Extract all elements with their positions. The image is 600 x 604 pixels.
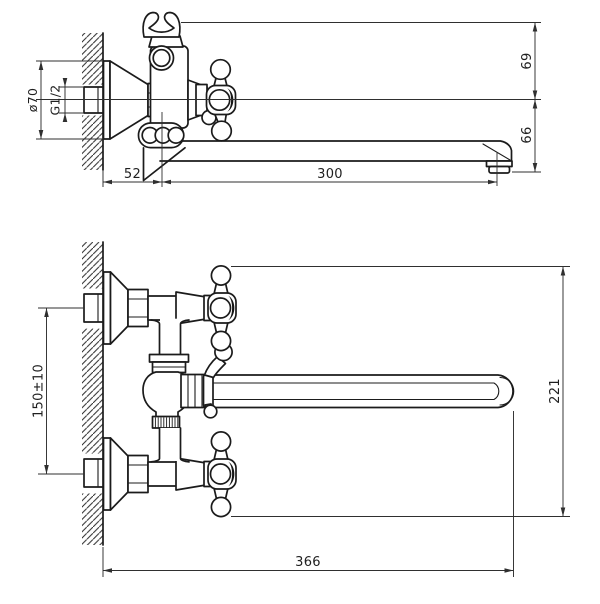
hex-nut-facets xyxy=(127,464,149,484)
diverter-side xyxy=(137,122,186,182)
tube-fill-top xyxy=(160,318,181,361)
escutcheon-flange xyxy=(102,437,112,511)
valve-tube xyxy=(147,461,179,487)
handle-lobe-bottom xyxy=(210,120,233,142)
dim-label-300: 300 xyxy=(317,167,343,182)
dim-label-69: 69 xyxy=(520,52,535,69)
escutcheon-flange xyxy=(102,271,112,345)
body-side xyxy=(142,11,189,129)
dim-label-150: 150±10 xyxy=(31,364,46,418)
support-wedge xyxy=(142,146,186,182)
spout-collar xyxy=(202,373,214,409)
diverter-lever xyxy=(203,355,227,379)
handle-hub-circle xyxy=(208,88,231,112)
spout-side xyxy=(159,140,513,174)
handle-cap xyxy=(228,295,235,321)
handle-lobe-bottom xyxy=(210,496,232,518)
threads xyxy=(154,417,179,428)
diverter-knob-3 xyxy=(167,126,185,144)
dim-heights: 69 66 xyxy=(181,22,541,173)
pipe-stub-bottom xyxy=(83,458,104,488)
spout-front xyxy=(180,342,515,419)
front-view: 150±10 221 366 xyxy=(31,241,570,577)
axis-vertical xyxy=(161,112,498,187)
dim-overall-length: 366 xyxy=(102,411,514,577)
tee-upper xyxy=(150,319,190,361)
check-knob xyxy=(203,404,218,419)
dim-label-66: 66 xyxy=(520,126,535,143)
spout-outline xyxy=(159,140,513,162)
dim-wall-offset: 52 xyxy=(102,167,162,187)
dim-inlet-spacing: 150±10 xyxy=(31,307,84,475)
dim-overall-height: 221 xyxy=(231,266,570,517)
handle-hub xyxy=(205,84,237,116)
handle-lobe-top xyxy=(210,265,232,286)
dim-label-thread: G1/2 xyxy=(48,84,63,115)
escutcheon-flange xyxy=(102,60,111,140)
spout-tube xyxy=(211,374,514,409)
spout-end-cap xyxy=(499,376,515,406)
pipe-stub-top xyxy=(83,293,104,323)
union-flange xyxy=(148,353,190,363)
bonnet xyxy=(175,457,207,491)
spout-inner-contour xyxy=(212,382,500,401)
hex-nut-facets xyxy=(127,298,149,318)
hex-nut xyxy=(127,288,149,328)
pipe-stub xyxy=(83,86,104,114)
dim-label-221: 221 xyxy=(548,378,563,404)
dim-label-diameter: ø70 xyxy=(25,88,40,112)
handle-hub-circle xyxy=(209,297,232,319)
spout-nut-ribs xyxy=(187,373,203,409)
dim-thread: G1/2 xyxy=(48,78,84,122)
tube-fill-bottom xyxy=(160,428,181,461)
handle-lobe-top xyxy=(210,431,232,452)
body-column xyxy=(142,318,192,463)
handle-cap xyxy=(228,461,235,487)
handle-side xyxy=(187,58,237,142)
spout-fill xyxy=(160,141,512,161)
shower-holder-cradle xyxy=(142,11,181,38)
valve-tube xyxy=(147,295,179,321)
handle-front-upper xyxy=(207,265,237,352)
handle-cap xyxy=(227,88,234,112)
handle-lobe-top xyxy=(209,58,232,81)
side-view: ø70 G1/2 52 300 69 xyxy=(25,11,541,187)
tee-lower xyxy=(150,427,190,463)
handle-front-lower xyxy=(207,431,237,518)
spout-nut xyxy=(180,373,205,409)
aerator-tip xyxy=(488,165,511,174)
wall-section-front xyxy=(80,241,104,546)
hex-nut xyxy=(127,454,149,494)
escutcheon-cone xyxy=(109,271,129,345)
dim-spout-reach: 300 xyxy=(162,167,497,185)
holder-ring-inner xyxy=(152,48,171,68)
handle-lobe-bottom xyxy=(210,330,232,352)
dim-label-366: 366 xyxy=(295,555,321,570)
wall-hatch xyxy=(82,242,103,545)
spout-tip-slant xyxy=(482,143,511,161)
dim-diameter: ø70 xyxy=(25,60,104,140)
wall-section-side xyxy=(80,32,104,171)
dim-label-52: 52 xyxy=(124,167,141,182)
escutcheon-cone xyxy=(109,437,129,511)
upper-inlet xyxy=(102,271,213,345)
lower-inlet xyxy=(102,437,213,511)
handle-hub-circle xyxy=(209,463,232,485)
